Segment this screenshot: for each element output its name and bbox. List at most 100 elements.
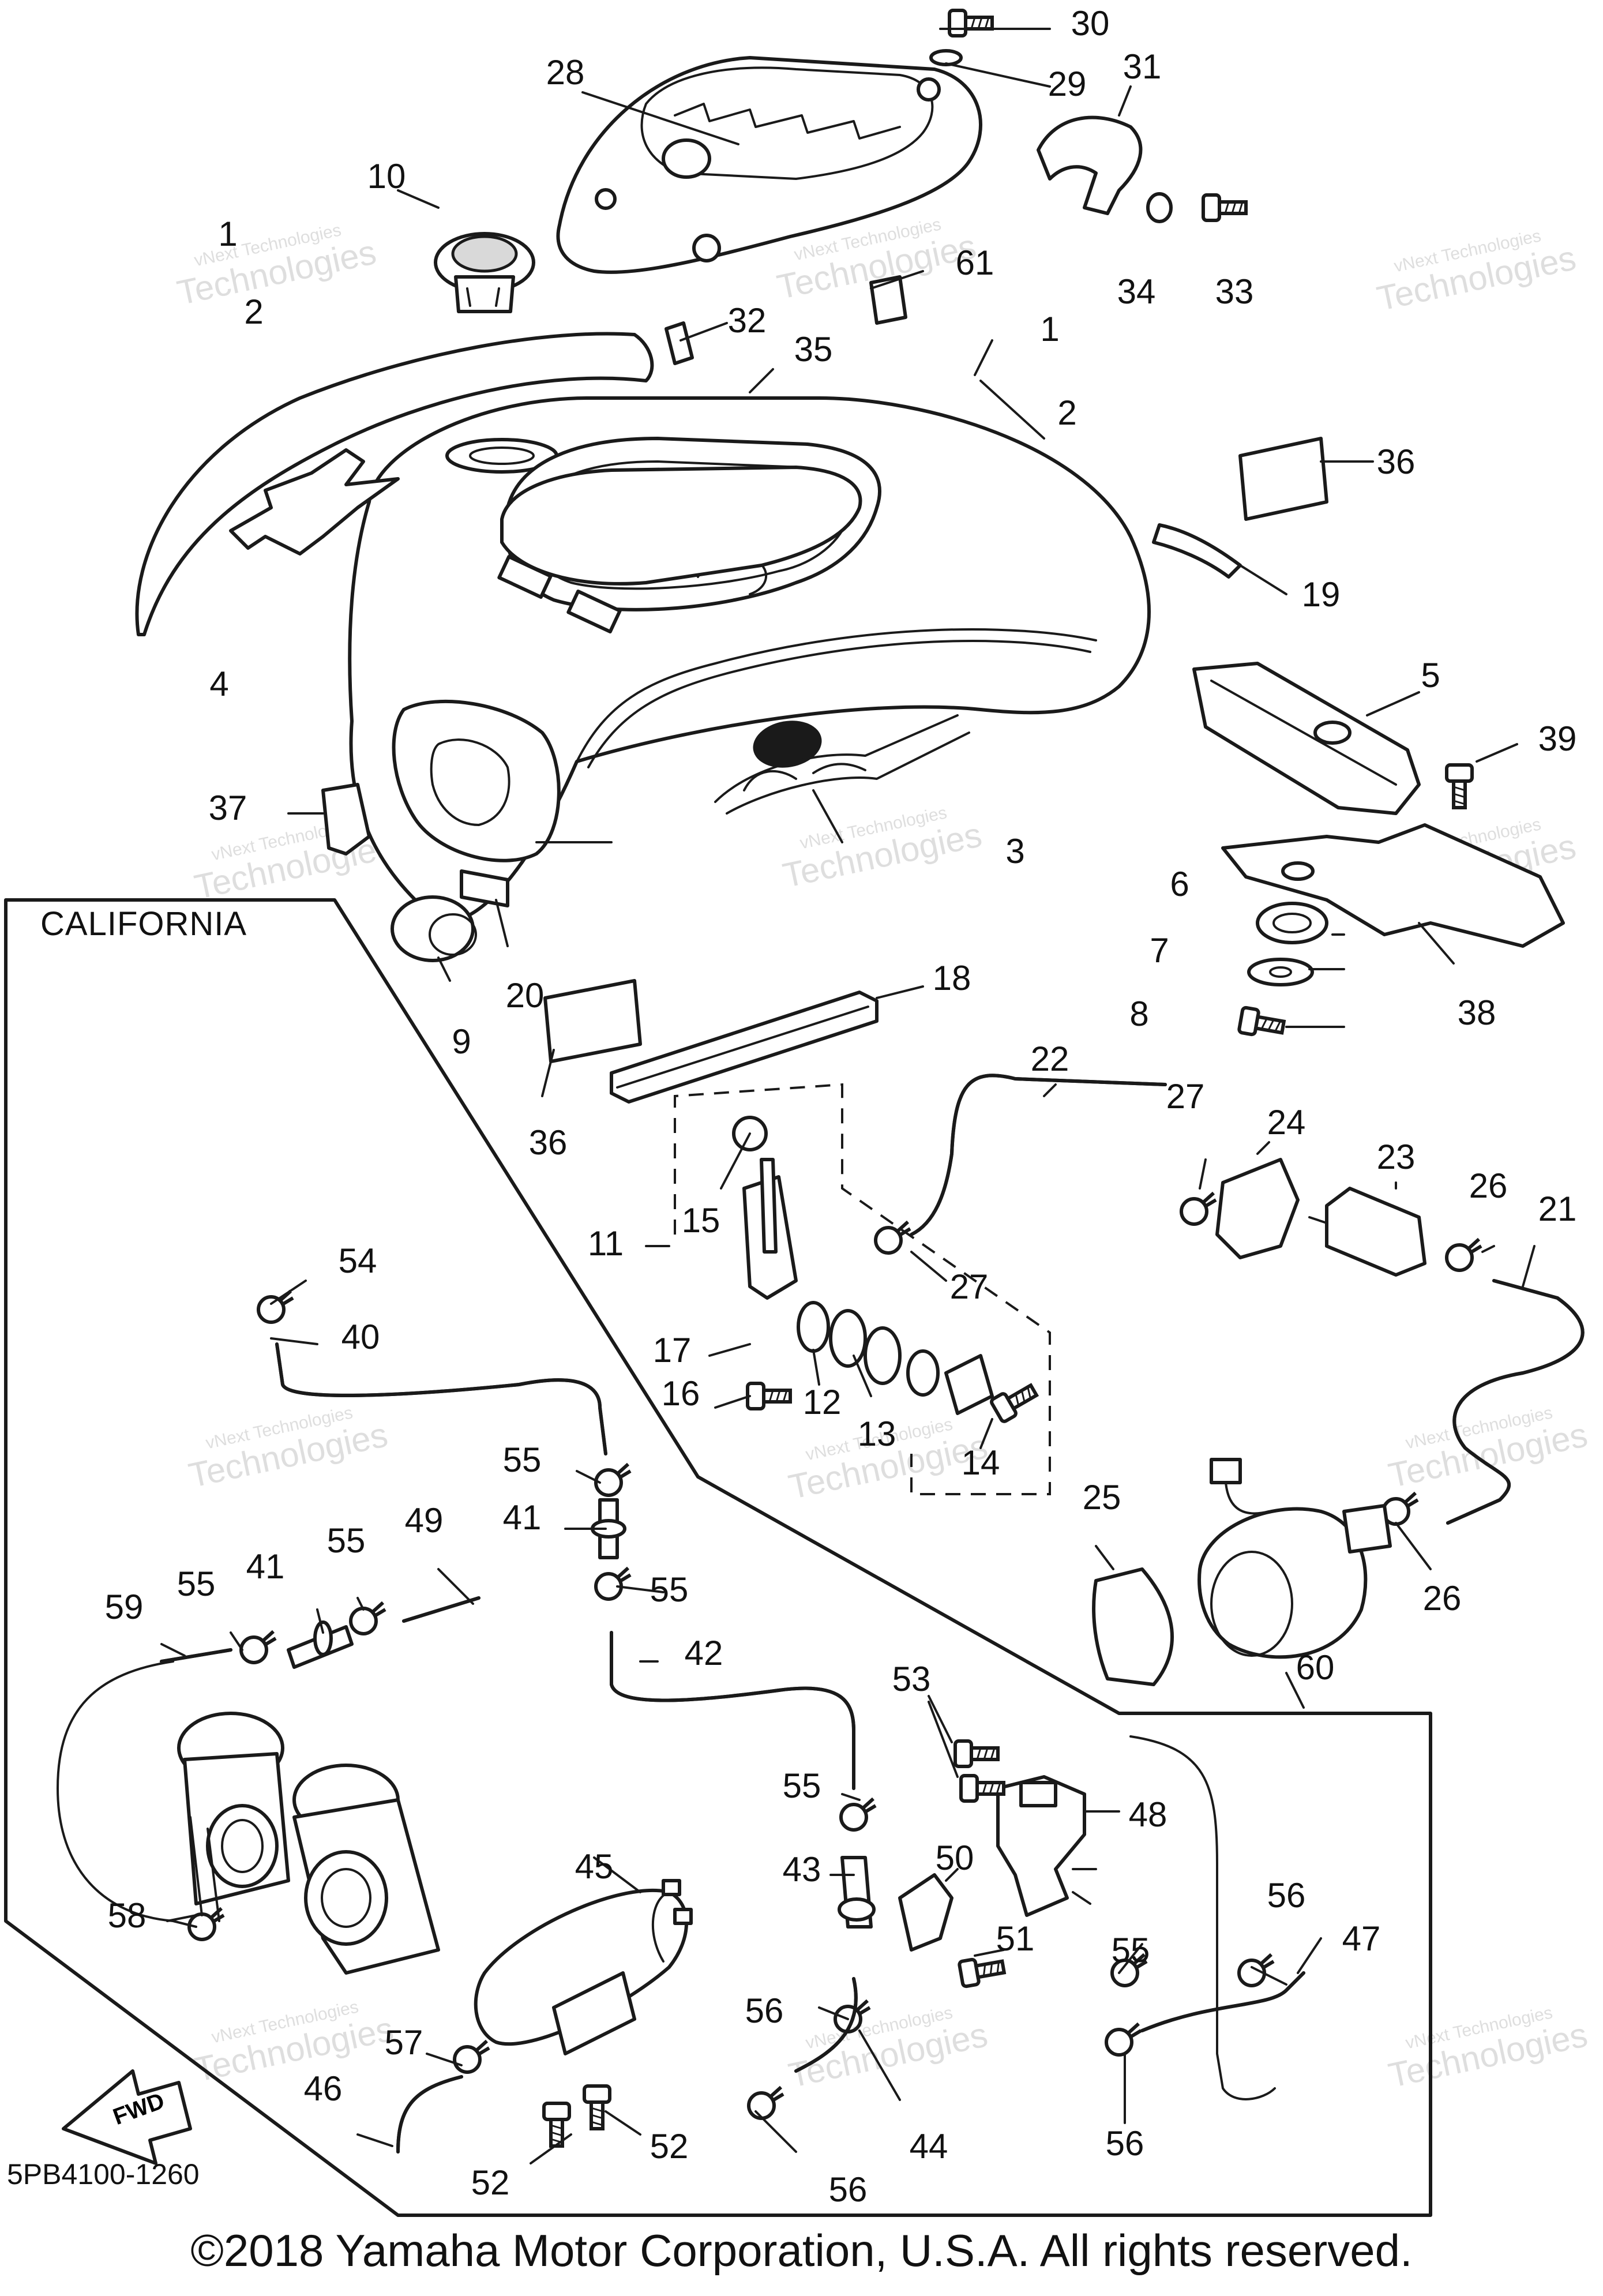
fuel-hose-22-inner — [910, 1074, 1167, 1236]
callout-13: 13 — [858, 1415, 896, 1453]
fuel-pump — [1092, 1458, 1392, 1686]
callout-36b: 36 — [529, 1123, 568, 1162]
callout-9: 9 — [452, 1022, 471, 1061]
grommet-9 — [391, 895, 477, 962]
callout-54: 54 — [339, 1241, 377, 1280]
copyright-notice: ©2018 Yamaha Motor Corporation, U.S.A. A… — [190, 2225, 1413, 2276]
california-hoses — [57, 1291, 1305, 2154]
callout-56a: 56 — [1267, 1876, 1306, 1915]
callout-55b: 55 — [327, 1521, 366, 1560]
callout-35: 35 — [794, 330, 833, 369]
california-panel-frame — [4, 898, 1432, 2217]
callout-55d: 55 — [650, 1570, 689, 1609]
callout-56c: 56 — [1106, 2124, 1144, 2163]
callout-55f: 55 — [1112, 1931, 1150, 1969]
callout-49: 49 — [405, 1501, 444, 1540]
callout-51: 51 — [996, 1919, 1035, 1958]
callout-52a: 52 — [650, 2127, 689, 2166]
callout-57: 57 — [385, 2023, 423, 2062]
tank-mount-bracket — [500, 466, 862, 586]
callout-58: 58 — [108, 1896, 147, 1935]
callout-47: 47 — [1342, 1919, 1381, 1958]
callout-60: 60 — [1296, 1648, 1335, 1687]
callout-55e: 55 — [783, 1766, 821, 1805]
callout-43: 43 — [783, 1850, 821, 1889]
callout-12: 12 — [803, 1383, 842, 1421]
callout-25: 25 — [1083, 1478, 1121, 1517]
caution-label-lower — [543, 979, 642, 1063]
callout-26a: 26 — [1469, 1166, 1508, 1205]
callout-2b: 2 — [1057, 393, 1076, 432]
callout-55c: 55 — [177, 1565, 216, 1603]
callout-1a: 1 — [218, 215, 237, 253]
emission-valves — [838, 1741, 1097, 1987]
damper-20 — [460, 869, 509, 907]
callout-38: 38 — [1458, 993, 1496, 1032]
callout-59: 59 — [105, 1588, 144, 1626]
callout-10: 10 — [367, 157, 406, 196]
callout-23: 23 — [1377, 1138, 1416, 1176]
mounting-hardware — [1238, 902, 1328, 1040]
tank-top-cover — [556, 56, 982, 274]
callout-50: 50 — [936, 1839, 974, 1877]
tank-wing-emblem — [229, 448, 400, 556]
callout-7: 7 — [1150, 931, 1169, 970]
callout-11: 11 — [588, 1224, 624, 1263]
callout-42: 42 — [685, 1634, 723, 1672]
callout-14: 14 — [962, 1443, 1000, 1482]
callout-33: 33 — [1215, 272, 1254, 311]
callout-2a: 2 — [244, 292, 263, 331]
callout-1b: 1 — [1040, 310, 1059, 348]
callout-27a: 27 — [1166, 1077, 1205, 1116]
callout-21: 21 — [1538, 1190, 1577, 1228]
callout-27b: 27 — [950, 1267, 989, 1306]
callout-48: 48 — [1129, 1795, 1167, 1834]
callout-4: 4 — [209, 665, 228, 703]
fwd-direction-arrow: FWD — [62, 2069, 192, 2165]
upper-right-hardware — [665, 10, 1246, 365]
callout-22: 22 — [1031, 1040, 1069, 1078]
fuel-hose-22 — [910, 1074, 1167, 1236]
callout-labels: 30 29 31 28 10 1 2 34 33 61 32 35 1 2 36… — [105, 4, 1577, 2209]
rear-bracket — [1192, 662, 1565, 948]
callout-32: 32 — [728, 301, 767, 340]
callout-45: 45 — [575, 1847, 614, 1886]
callout-37: 37 — [209, 789, 247, 827]
california-panel-label: CALIFORNIA — [40, 905, 247, 943]
fuel-filter — [876, 1158, 1481, 1524]
callout-19: 19 — [1302, 575, 1341, 614]
callout-56d: 56 — [829, 2170, 868, 2209]
charcoal-canister — [474, 1879, 693, 2146]
callout-36a: 36 — [1377, 442, 1416, 481]
callout-39: 39 — [1538, 719, 1577, 758]
damper-19 — [1152, 523, 1242, 579]
callout-61: 61 — [956, 243, 994, 282]
callout-18: 18 — [933, 959, 971, 997]
callout-41b: 41 — [246, 1547, 285, 1586]
callout-15: 15 — [682, 1201, 720, 1240]
callout-55a: 55 — [503, 1440, 542, 1479]
callout-46: 46 — [304, 2069, 343, 2108]
hose-connectors — [287, 1498, 626, 1669]
callout-53: 53 — [892, 1660, 931, 1698]
fuel-hose-21 — [1446, 1279, 1585, 1525]
callout-29: 29 — [1048, 65, 1087, 103]
callout-56b: 56 — [745, 1991, 784, 2030]
callout-31: 31 — [1123, 47, 1162, 86]
callout-52b: 52 — [471, 2163, 510, 2202]
callout-8: 8 — [1129, 995, 1148, 1033]
fuel-hose-21-inner — [1446, 1279, 1585, 1525]
callout-16: 16 — [662, 1374, 700, 1413]
callout-17: 17 — [653, 1331, 692, 1370]
callout-28: 28 — [546, 53, 585, 92]
pump-bracket-25 — [1092, 1567, 1174, 1686]
callout-6: 6 — [1170, 865, 1189, 903]
caution-label-upper — [1238, 437, 1328, 521]
callout-41a: 41 — [503, 1498, 542, 1537]
callout-44: 44 — [910, 2127, 948, 2166]
damper-37 — [321, 783, 371, 856]
callout-20: 20 — [506, 976, 545, 1015]
bolt-39 — [1447, 765, 1472, 808]
callout-24: 24 — [1267, 1103, 1306, 1142]
